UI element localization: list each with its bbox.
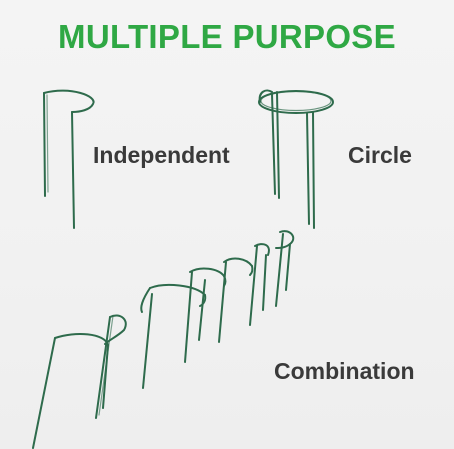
independent-stake: [43, 89, 95, 229]
circle-label: Circle: [348, 142, 412, 168]
combination-stakes: [32, 230, 295, 449]
independent-label: Independent: [93, 142, 230, 168]
combination-label: Combination: [274, 358, 415, 384]
circle-stakes: [258, 89, 334, 229]
page-title: MULTIPLE PURPOSE: [58, 18, 396, 55]
